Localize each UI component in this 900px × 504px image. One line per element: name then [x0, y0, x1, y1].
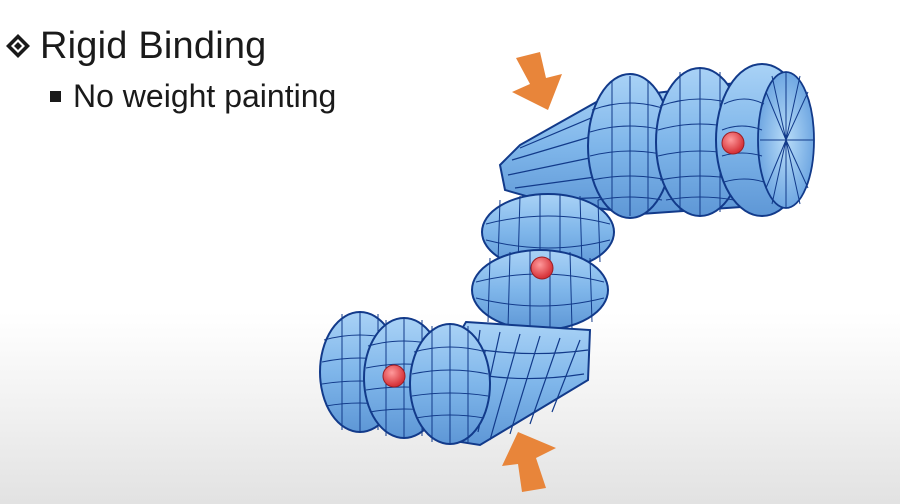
diamond-bullet-icon: [6, 34, 30, 58]
slide-title: Rigid Binding: [40, 25, 267, 67]
square-bullet-icon: [50, 90, 61, 102]
arrow-down-icon: [512, 52, 562, 110]
joint-middle: [530, 256, 554, 280]
lower-ring-3: [409, 323, 491, 445]
arrow-up-icon: [502, 432, 556, 492]
middle-ring-2: [471, 249, 609, 331]
slide-title-row: Rigid Binding: [4, 20, 267, 72]
joint-lower: [382, 364, 406, 388]
joint-upper: [721, 131, 745, 155]
middle-ring-1: [481, 193, 615, 271]
bullet-text: No weight painting: [73, 78, 337, 114]
bullet-item: No weight painting: [50, 74, 336, 118]
upper-ring-3: [715, 63, 815, 217]
